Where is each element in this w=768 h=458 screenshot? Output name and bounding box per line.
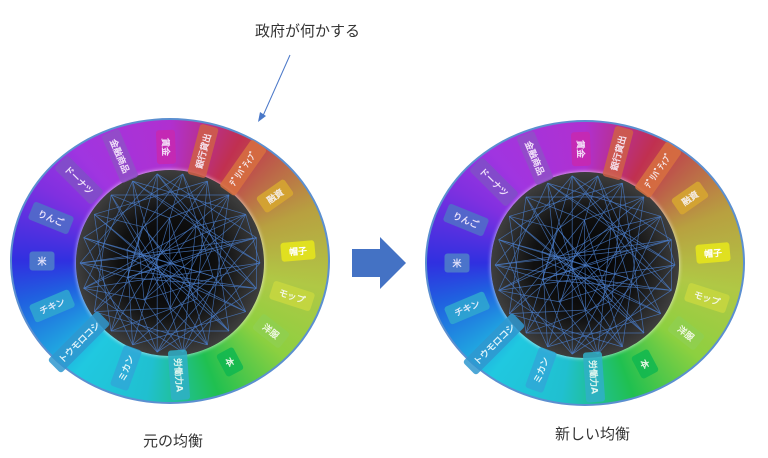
market-label: 賃金 xyxy=(570,131,591,167)
market-label: 米 xyxy=(29,251,55,271)
annotation-text: 政府が何かする xyxy=(255,22,361,40)
right-caption: 新しい均衡 xyxy=(555,425,631,443)
market-label: 賃金 xyxy=(155,129,176,165)
market-label: 労働力A xyxy=(582,351,606,403)
pointer-arrow xyxy=(258,54,291,122)
market-label: 帽子 xyxy=(694,242,731,265)
market-label: 米 xyxy=(444,253,470,273)
market-label: 労働力A xyxy=(167,349,191,401)
market-label: 帽子 xyxy=(279,240,316,263)
left-caption: 元の均衡 xyxy=(143,432,204,450)
network-sphere xyxy=(76,170,264,356)
right-arrow-icon xyxy=(352,237,406,289)
